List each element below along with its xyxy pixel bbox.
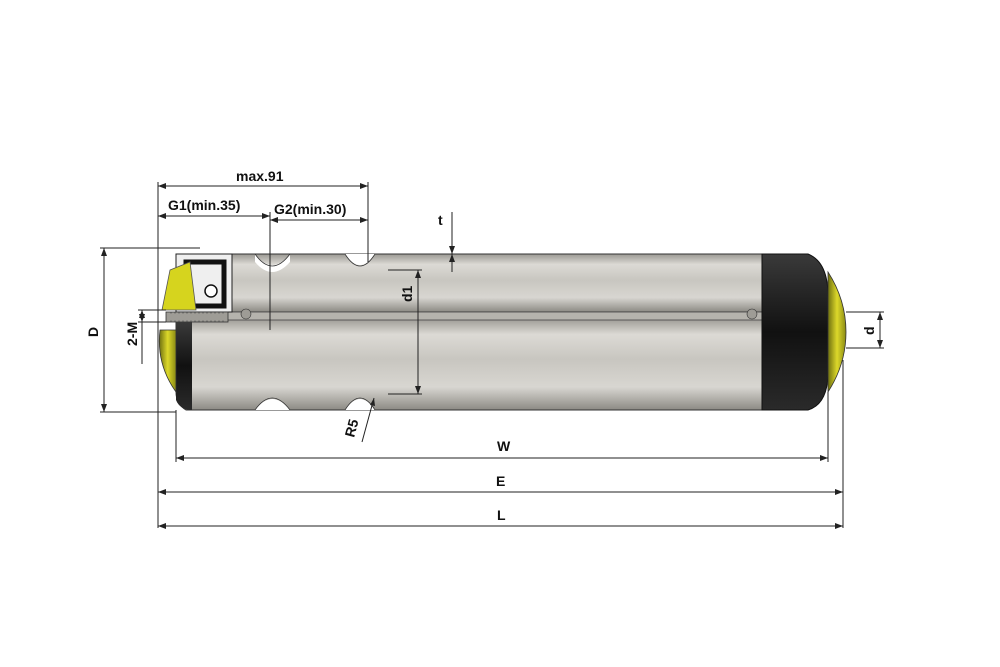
- label-t: t: [438, 212, 443, 228]
- roller-body: [159, 253, 847, 411]
- label-L: L: [497, 507, 506, 523]
- label-W: W: [497, 438, 511, 454]
- label-D: D: [85, 327, 101, 337]
- label-d1: d1: [399, 285, 415, 302]
- right-end-cap: [761, 253, 829, 411]
- label-g1: G1(min.35): [168, 197, 240, 213]
- shaft: [175, 311, 767, 321]
- tube-lower: [175, 317, 801, 411]
- label-max91: max.91: [236, 168, 284, 184]
- left-end-cap: [176, 322, 192, 410]
- label-r5: R5: [341, 417, 361, 439]
- label-2M: 2-M: [124, 322, 140, 346]
- label-d: d: [861, 326, 877, 335]
- dimension-lines: [100, 182, 884, 529]
- dimension-labels: max.91 G1(min.35) G2(min.30) t d1 D 2-M …: [85, 168, 877, 523]
- tube-upper: [231, 253, 801, 313]
- grooves: [254, 253, 376, 411]
- right-bearing-ring: [827, 270, 847, 394]
- left-bearing-ring: [159, 329, 177, 394]
- left-bearing-section: [161, 253, 233, 323]
- label-g2: G2(min.30): [274, 201, 346, 217]
- label-E: E: [496, 473, 505, 489]
